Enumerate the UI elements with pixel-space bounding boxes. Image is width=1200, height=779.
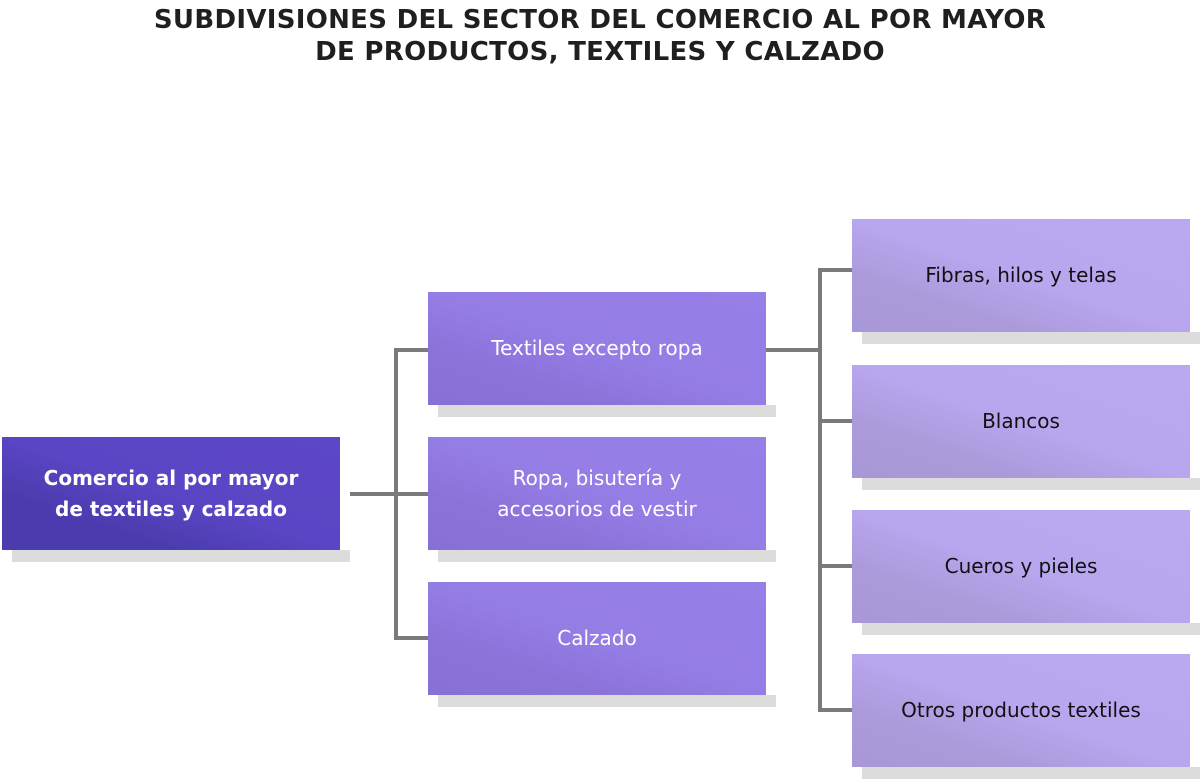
node-cueros-pieles: Cueros y pieles — [852, 510, 1200, 635]
node-label-line-1: Ropa, bisutería y — [512, 465, 682, 490]
node-textiles-excepto-ropa: Textiles excepto ropa — [428, 292, 776, 417]
root-node: Comercio al por mayor de textiles y calz… — [2, 437, 350, 562]
diagram-title: SUBDIVISIONES DEL SECTOR DEL COMERCIO AL… — [0, 4, 1200, 68]
node-label: Calzado — [557, 626, 637, 650]
node-otros-productos-textiles: Otros productos textiles — [852, 654, 1200, 779]
title-line-2: DE PRODUCTOS, TEXTILES Y CALZADO — [315, 37, 885, 67]
node-fibras-hilos-telas: Fibras, hilos y telas — [852, 219, 1200, 344]
node-label: Fibras, hilos y telas — [925, 263, 1117, 287]
node-ropa-bisuteria: Ropa, bisutería y accesorios de vestir — [428, 437, 776, 562]
node-label: Otros productos textiles — [901, 698, 1141, 722]
node-blancos: Blancos — [852, 365, 1200, 490]
node-calzado: Calzado — [428, 582, 776, 707]
title-line-1: SUBDIVISIONES DEL SECTOR DEL COMERCIO AL… — [153, 5, 1047, 35]
node-label: Textiles excepto ropa — [491, 336, 703, 360]
node-label-line-2: accesorios de vestir — [497, 496, 697, 521]
root-label-line-1: Comercio al por mayor — [43, 465, 299, 490]
node-label: Cueros y pieles — [944, 554, 1098, 578]
root-label-line-2: de textiles y calzado — [55, 496, 287, 521]
node-label: Blancos — [982, 409, 1060, 433]
